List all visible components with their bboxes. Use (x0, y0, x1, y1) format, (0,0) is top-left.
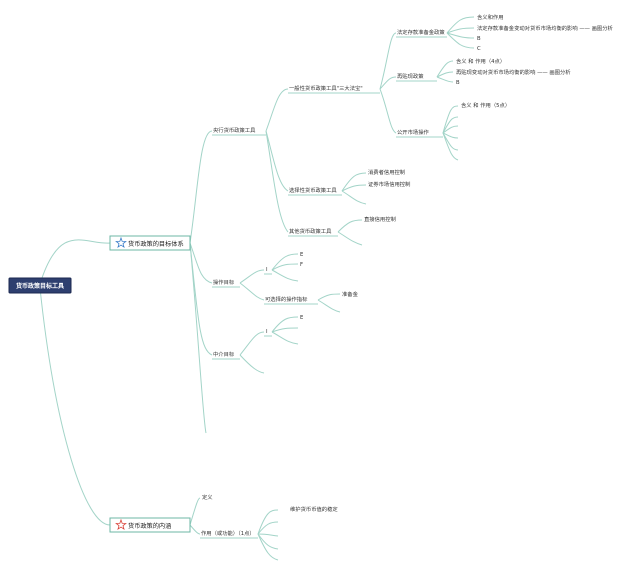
leaf-reserve-item: C (477, 46, 481, 52)
star-outline-icon (115, 236, 127, 249)
policy-content-label: 货币政策的内涵 (128, 522, 171, 530)
leaf-rediscount-item: B (456, 80, 460, 86)
node-intermediate-marker: I (266, 329, 268, 335)
star-outline-icon (115, 518, 127, 531)
node-central-bank-tools: 央行货币政策工具 (213, 126, 256, 134)
node-reserve-policy: 法定存款准备金政策 (397, 28, 445, 36)
leaf-rediscount-item: 含义 和 作用（4点） (456, 57, 505, 65)
node-rediscount-policy: 再贴现政策 (397, 72, 424, 80)
root-label: 货币政策目标工具 (15, 282, 64, 290)
node-intermediate-target: 中介目标 (213, 350, 235, 358)
leaf-intermediate-item: E (300, 315, 304, 321)
node-underlines (200, 36, 447, 539)
leaf-selective-item: 证券市场信用控制 (368, 180, 410, 188)
leaf-operating-item: F (300, 262, 303, 268)
mindmap-edges (39, 16, 475, 561)
leaf-rediscount-item: 再贴现变动对货币市场均衡的影响 —— 画图分析 (456, 68, 571, 76)
node-labels: 央行货币政策工具 一般性货币政策工具"三大法宝" 法定存款准备金政策 含义和作用… (201, 13, 613, 537)
target-system-label: 货币政策的目标体系 (128, 240, 184, 248)
branch-target-system[interactable]: 货币政策的目标体系 (109, 235, 191, 251)
node-optional-indicator: 可选择的操作指标 (265, 295, 308, 303)
node-selective-tools: 选择性货币政策工具 (289, 186, 337, 194)
leaf-reserve-item: 法定存款准备金变动对货币市场均衡的影响 —— 画图分析 (477, 24, 613, 32)
node-operating-marker: I (266, 267, 268, 273)
leaf-function-item: 维护货币币值的稳定 (290, 505, 338, 513)
leaf-reserve-item: 含义和作用 (477, 13, 504, 21)
root-node[interactable]: 货币政策目标工具 (8, 277, 72, 294)
node-definition: 定义 (202, 493, 213, 501)
leaf-operating-item: E (300, 252, 304, 258)
leaf-other-item: 直接信用控制 (364, 215, 396, 223)
leaf-selective-item: 消费者信用控制 (368, 168, 405, 176)
branch-policy-content[interactable]: 货币政策的内涵 (109, 517, 191, 533)
node-function: 作用（或功能）（1点） (201, 529, 255, 537)
node-other-tools: 其他货币政策工具 (289, 227, 332, 235)
node-open-market: 公开市场操作 (397, 128, 429, 136)
leaf-open-market-item: 含义 和 作用（5点） (461, 101, 510, 109)
node-general-tools: 一般性货币政策工具"三大法宝" (289, 84, 363, 92)
leaf-optional-item: 准备金 (342, 290, 359, 298)
node-operating-target: 操作目标 (213, 278, 235, 286)
leaf-reserve-item: B (477, 36, 481, 42)
